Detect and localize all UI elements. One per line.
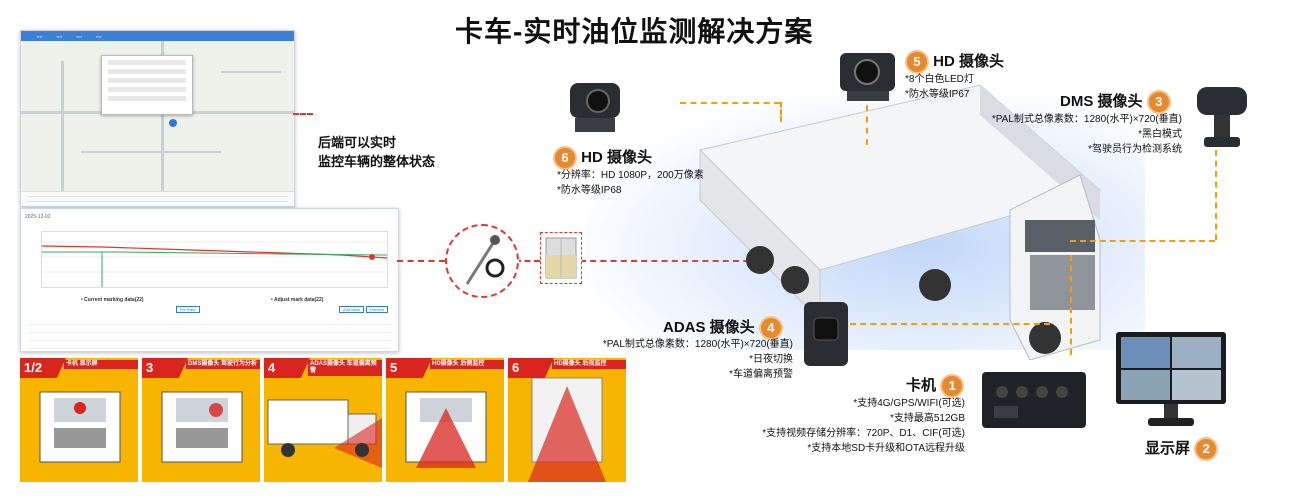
backend-note: 后端可以实时 监控车辆的整体状态 [318, 133, 435, 171]
dms-camera-title: DMS 摄像头 3 [1060, 90, 1171, 115]
adas-spec-1: *PAL制式总像素数：1280(水平)×720(垂直) [602, 339, 793, 350]
card-badge: 6 [508, 358, 554, 378]
connector-fuel-2 [515, 260, 540, 262]
card-badge: 3 [142, 358, 188, 378]
hd-camera-5-title: 5 HD 摄像头 [905, 50, 1005, 75]
hd-camera-5-icon [840, 53, 895, 101]
fuel-curve-screenshot: 2025-12-02 • Current marking data(22) • … [20, 208, 399, 352]
hd-camera-6-specs: *分辨率：HD 1080P，200万像素 *防水等级IP68 [557, 168, 704, 198]
marking-table [21, 317, 398, 349]
connector-adas [850, 323, 1050, 325]
monitor-icon [1116, 332, 1226, 426]
dvr-spec-1: *支持4G/GPS/WIFI(可选) [853, 398, 965, 409]
adas-camera-label: ADAS 摄像头 [663, 319, 755, 336]
connector-fuel [397, 260, 445, 262]
card-badge: 1/2 [20, 358, 66, 378]
card-caption: 卡机 显示屏 [64, 360, 138, 369]
connector-hd5-v [780, 102, 782, 122]
num-badge-4: 4 [758, 316, 783, 341]
hd5-spec-2: *防水等级IP67 [905, 89, 970, 100]
dms-camera-icon [1197, 87, 1247, 147]
dvr-label: 卡机 [906, 377, 937, 394]
dms-camera-label: DMS 摄像头 [1060, 93, 1143, 110]
hd-camera-5-label: HD 摄像头 [933, 53, 1005, 70]
dvr-device-icon [982, 372, 1086, 428]
fuel-sensor-icon [445, 224, 519, 298]
vehicle-table [21, 191, 294, 206]
fuel-level-chart [41, 231, 388, 288]
card-badge: 4 [264, 358, 310, 378]
connector-dms [1070, 240, 1215, 242]
num-badge-5: 5 [905, 50, 929, 75]
hd-camera-6-label: HD 摄像头 [581, 149, 653, 166]
map-view [21, 41, 294, 191]
num-badge-2: 2 [1194, 437, 1219, 462]
dvr-title: 卡机 1 [906, 374, 965, 399]
hd6-spec-2: *防水等级IP68 [557, 185, 622, 196]
card-caption: HD摄像头 后视监控 [552, 360, 626, 369]
adas-camera-specs: *PAL制式总像素数：1280(水平)×720(垂直) *日夜切换 *车道偏离预… [578, 337, 793, 382]
feature-card-1-2: 1/2 卡机 显示屏 [20, 358, 138, 482]
page-title: 卡车-实时油位监测解决方案 [455, 16, 814, 47]
dvr-spec-2: *支持最高512GB [889, 413, 965, 424]
hd-camera-5-specs: *8个白色LED灯 *防水等级IP67 [905, 72, 974, 102]
map-monitor-screenshot: ▪▪▪▪▪▪▪▪▪▪▪▪▪▪▪▪ [20, 30, 295, 207]
connector-hd5b [866, 105, 868, 145]
backend-note-line2: 监控车辆的整体状态 [318, 154, 436, 169]
app-top-bar: ▪▪▪▪▪▪▪▪▪▪▪▪▪▪▪▪ [21, 31, 294, 41]
hd6-spec-1: *分辨率：HD 1080P，200万像素 [557, 170, 704, 181]
num-badge-6: 6 [553, 146, 577, 171]
num-badge-3: 3 [1146, 90, 1171, 115]
connector-dms-v [1215, 150, 1217, 240]
dms-spec-2: *黑白模式 [1138, 129, 1182, 140]
dvr-spec-3: *支持视频存储分辨率：720P、D1、CIF(可选) [762, 428, 965, 439]
hd5-spec-1: *8个白色LED灯 [905, 74, 974, 85]
adas-spec-2: *日夜切换 [749, 354, 793, 365]
vehicle-info-popup [101, 55, 193, 115]
dms-spec-3: *驾驶员行为检测系统 [1088, 144, 1182, 155]
add-mark-button[interactable]: Add Mark [339, 306, 365, 313]
connector-fuel-3 [580, 260, 790, 262]
monitor-label: 显示屏 [1145, 440, 1191, 457]
truck-illustration [699, 84, 1102, 360]
feature-card-4: 4 ADAS摄像头 车道偏离预警 [264, 358, 382, 482]
vehicle-marker-icon [169, 119, 177, 127]
adas-camera-icon [804, 302, 848, 366]
fix-ratio-button[interactable]: Fix Ratio [176, 306, 200, 313]
current-marking-label: • Current marking data(22) [81, 297, 144, 303]
hd-camera-6-icon [570, 83, 620, 132]
connector-monitor [1070, 255, 1072, 355]
fuel-tank-icon [540, 232, 582, 284]
feature-card-5: 5 HD摄像头 后侧监控 [386, 358, 504, 482]
dvr-specs: *支持4G/GPS/WIFI(可选) *支持最高512GB *支持视频存储分辨率… [720, 396, 965, 456]
adas-spec-3: *车道偏离预警 [729, 369, 793, 380]
num-badge-1: 1 [940, 374, 965, 399]
card-caption: ADAS摄像头 车道偏离预警 [308, 360, 382, 376]
backend-note-line1: 后端可以实时 [318, 135, 397, 150]
connector-note [293, 113, 313, 115]
fuel-date: 2025-12-02 [25, 214, 51, 220]
hd-camera-6-title: 6 HD 摄像头 [553, 146, 653, 171]
feature-card-3: 3 DMS摄像头 驾驶行为分析 [142, 358, 260, 482]
monitor-title: 显示屏 2 [1145, 437, 1219, 462]
dvr-spec-4: *支持本地SD卡升级和OTA远程升级 [807, 443, 965, 454]
card-caption: DMS摄像头 驾驶行为分析 [186, 360, 260, 369]
connector-hd5 [680, 102, 780, 104]
card-badge: 5 [386, 358, 432, 378]
adas-camera-title: ADAS 摄像头 4 [663, 316, 783, 341]
card-caption: HD摄像头 后侧监控 [430, 360, 504, 369]
preview-button[interactable]: Preview [366, 306, 389, 313]
feature-card-6: 6 HD摄像头 后视监控 [508, 358, 626, 482]
dms-camera-specs: *PAL制式总像素数：1280(水平)×720(垂直) *黑白模式 *驾驶员行为… [960, 112, 1182, 157]
dms-spec-1: *PAL制式总像素数：1280(水平)×720(垂直) [991, 114, 1182, 125]
adjust-marking-label: • Adjust mark data(22) [271, 297, 324, 303]
fuel-chart-svg [41, 241, 388, 287]
